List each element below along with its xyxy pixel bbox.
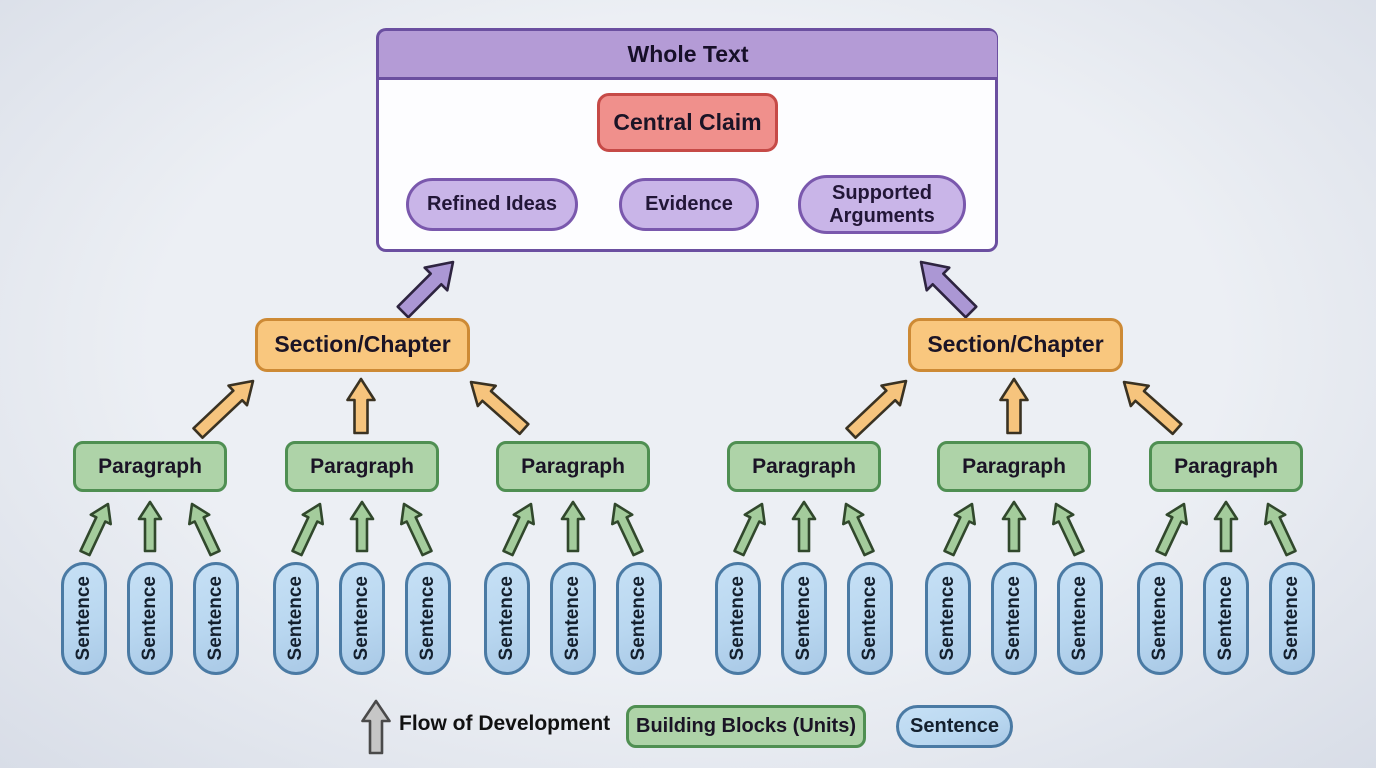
sentence-to-paragraph-arrow <box>841 502 875 557</box>
sentence-to-paragraph-arrow <box>733 502 767 557</box>
sentence-to-paragraph-arrow <box>137 500 163 553</box>
sentence-label: Sentence <box>285 576 307 661</box>
refined-ideas-pill: Refined Ideas <box>406 178 578 231</box>
refined-ideas-label: Refined Ideas <box>426 193 558 216</box>
sentence-label: Sentence <box>417 576 439 661</box>
sentence-label: Sentence <box>496 576 518 661</box>
sentence-label: Sentence <box>793 576 815 661</box>
whole-text-header: Whole Text <box>378 30 998 80</box>
sentence-pill: Sentence <box>405 562 451 675</box>
sentence-to-paragraph-arrow <box>610 502 644 557</box>
section-chapter-box-right: Section/Chapter <box>908 318 1123 372</box>
sentence-to-paragraph-arrow <box>791 500 817 553</box>
paragraph-to-section-arrow <box>845 379 908 440</box>
sentence-to-paragraph-arrow <box>188 502 221 557</box>
sentence-label: Sentence <box>562 576 584 661</box>
paragraph-label: Paragraph <box>752 454 856 478</box>
central-claim-label: Central Claim <box>613 108 762 135</box>
paragraph-label: Paragraph <box>1174 454 1278 478</box>
paragraph-to-section-arrow <box>1122 380 1183 436</box>
sentence-pill: Sentence <box>193 562 239 675</box>
section-chapter-label: Section/Chapter <box>927 331 1104 358</box>
paragraph-label: Paragraph <box>310 454 414 478</box>
sentence-to-paragraph-arrow <box>1001 500 1027 553</box>
sentence-pill: Sentence <box>616 562 662 675</box>
sentence-label: Sentence <box>73 576 95 661</box>
sentence-to-paragraph-arrow <box>1052 502 1085 557</box>
legend-sentence-label: Sentence <box>910 715 999 738</box>
evidence-label: Evidence <box>645 193 733 216</box>
sentence-to-paragraph-arrow <box>1264 502 1297 557</box>
sentence-label: Sentence <box>1149 576 1171 661</box>
whole-text-title: Whole Text <box>627 40 749 67</box>
sentence-to-paragraph-arrow <box>79 502 112 557</box>
legend-sentence-pill: Sentence <box>896 705 1013 748</box>
section-chapter-box-left: Section/Chapter <box>255 318 470 372</box>
legend-building-blocks-box: Building Blocks (Units) <box>626 705 866 748</box>
supported-arguments-label: Supported Arguments <box>829 182 935 227</box>
sentence-label: Sentence <box>1003 576 1025 661</box>
sentence-pill: Sentence <box>484 562 530 675</box>
sentence-pill: Sentence <box>1137 562 1183 675</box>
flow-of-development-arrow-icon <box>361 699 391 755</box>
section-chapter-label: Section/Chapter <box>274 331 451 358</box>
sentence-to-paragraph-arrow <box>399 502 433 557</box>
sentence-label: Sentence <box>727 576 749 661</box>
sentence-label: Sentence <box>1281 576 1303 661</box>
paragraph-box-4: Paragraph <box>727 441 881 492</box>
sentence-pill: Sentence <box>127 562 173 675</box>
sentence-label: Sentence <box>139 576 161 661</box>
supported-arguments-pill: Supported Arguments <box>798 175 966 234</box>
sentence-to-paragraph-arrow <box>1213 500 1239 553</box>
sentence-pill: Sentence <box>339 562 385 675</box>
sentence-label: Sentence <box>1069 576 1091 661</box>
paragraph-label: Paragraph <box>521 454 625 478</box>
paragraph-label: Paragraph <box>98 454 202 478</box>
sentence-pill: Sentence <box>847 562 893 675</box>
sentence-to-paragraph-arrow <box>560 500 586 553</box>
paragraph-box-2: Paragraph <box>285 441 439 492</box>
paragraph-box-5: Paragraph <box>937 441 1091 492</box>
central-claim-box: Central Claim <box>597 93 778 152</box>
sentence-pill: Sentence <box>550 562 596 675</box>
sentence-label: Sentence <box>1215 576 1237 661</box>
sentence-pill: Sentence <box>273 562 319 675</box>
sentence-pill: Sentence <box>991 562 1037 675</box>
sentence-pill: Sentence <box>1269 562 1315 675</box>
sentence-pill: Sentence <box>781 562 827 675</box>
paragraph-to-section-arrow <box>469 380 530 436</box>
paragraph-to-section-arrow <box>999 377 1029 435</box>
sentence-to-paragraph-arrow <box>349 500 375 553</box>
sentence-label: Sentence <box>205 576 227 661</box>
paragraph-to-section-arrow <box>192 379 255 440</box>
sentence-to-paragraph-arrow <box>943 502 977 557</box>
sentence-label: Sentence <box>937 576 959 661</box>
paragraph-label: Paragraph <box>962 454 1066 478</box>
legend-building-blocks-label: Building Blocks (Units) <box>636 715 856 738</box>
sentence-to-paragraph-arrow <box>1155 502 1188 557</box>
sentence-pill: Sentence <box>925 562 971 675</box>
sentence-to-paragraph-arrow <box>502 502 536 557</box>
sentence-label: Sentence <box>628 576 650 661</box>
sentence-label: Sentence <box>859 576 881 661</box>
paragraph-box-3: Paragraph <box>496 441 650 492</box>
sentence-to-paragraph-arrow <box>291 502 325 557</box>
legend-flow-label: Flow of Development <box>399 712 611 735</box>
evidence-pill: Evidence <box>619 178 759 231</box>
paragraph-to-section-arrow <box>346 377 376 435</box>
sentence-pill: Sentence <box>1057 562 1103 675</box>
paragraph-box-1: Paragraph <box>73 441 227 492</box>
sentence-pill: Sentence <box>61 562 107 675</box>
sentence-pill: Sentence <box>1203 562 1249 675</box>
paragraph-box-6: Paragraph <box>1149 441 1303 492</box>
sentence-label: Sentence <box>351 576 373 661</box>
section-to-wholetext-arrow <box>396 260 455 319</box>
section-to-wholetext-arrow <box>919 260 978 319</box>
sentence-pill: Sentence <box>715 562 761 675</box>
